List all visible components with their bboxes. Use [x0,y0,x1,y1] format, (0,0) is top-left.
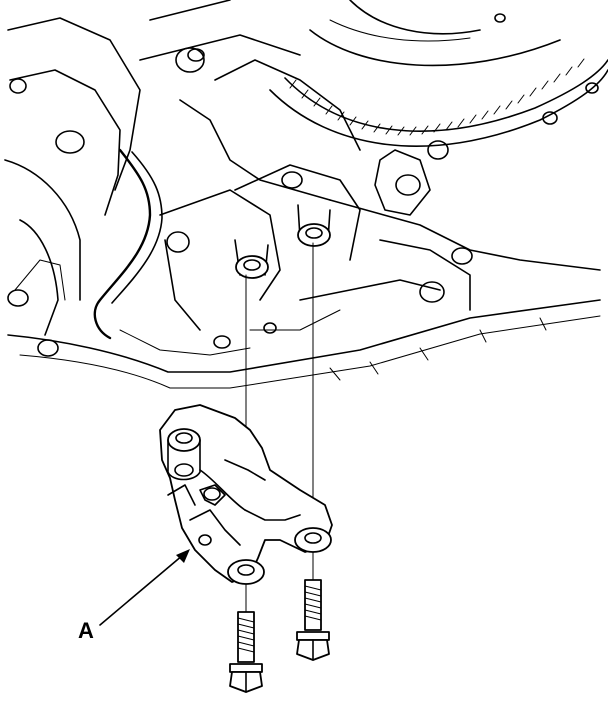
bolt-right [296,579,330,661]
bracket-callout-label: A [78,618,94,643]
mounting-bracket [159,404,333,585]
engine-housing [4,0,601,389]
ring-gear [269,0,608,147]
bolt-left [229,611,263,693]
housing-bolt-bosses [234,149,431,279]
callout-arrow [99,549,190,626]
